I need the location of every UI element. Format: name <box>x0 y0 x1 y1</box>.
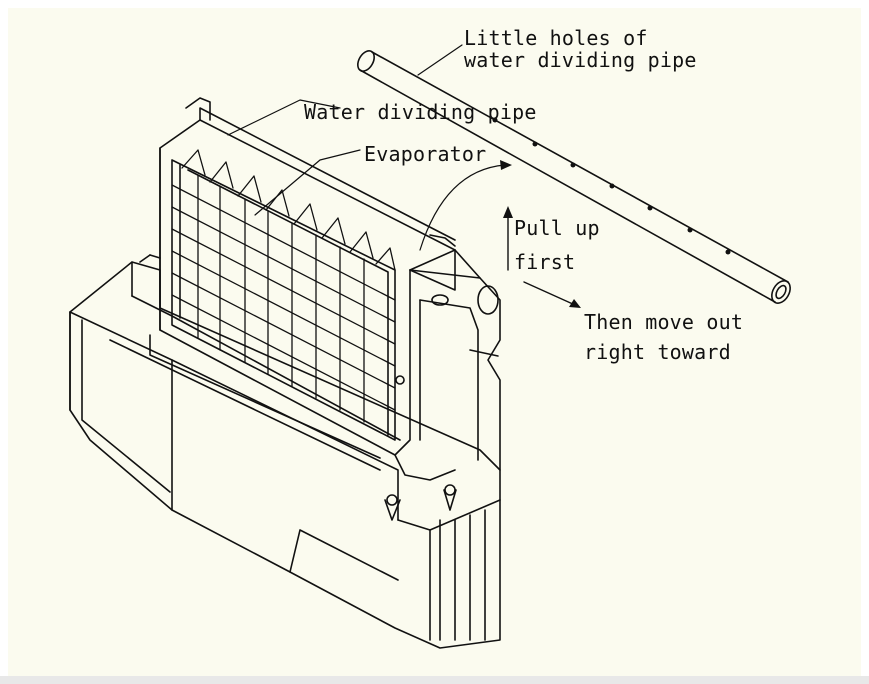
leader-lines <box>227 44 506 251</box>
label-holes-line2: water dividing pipe <box>464 48 697 72</box>
label-holes-line1: Little holes of <box>464 26 648 50</box>
label-pull-line2: first <box>514 250 576 274</box>
pipe-holes <box>492 117 731 255</box>
label-water-dividing-pipe: Water dividing pipe <box>304 100 537 124</box>
evaporator-grid <box>171 174 396 423</box>
side-housing <box>384 249 501 521</box>
label-move-line2: right toward <box>584 340 731 364</box>
water-dividing-pipe <box>357 50 791 304</box>
bottom-strip <box>0 676 869 684</box>
arrowheads <box>500 160 581 308</box>
motion-arrows <box>507 214 576 306</box>
evaporator-fins <box>181 149 396 271</box>
label-evaporator: Evaporator <box>364 142 487 166</box>
label-pull-line1: Pull up <box>514 216 600 240</box>
label-move-line1: Then move out <box>584 310 744 334</box>
water-tank <box>69 261 501 649</box>
